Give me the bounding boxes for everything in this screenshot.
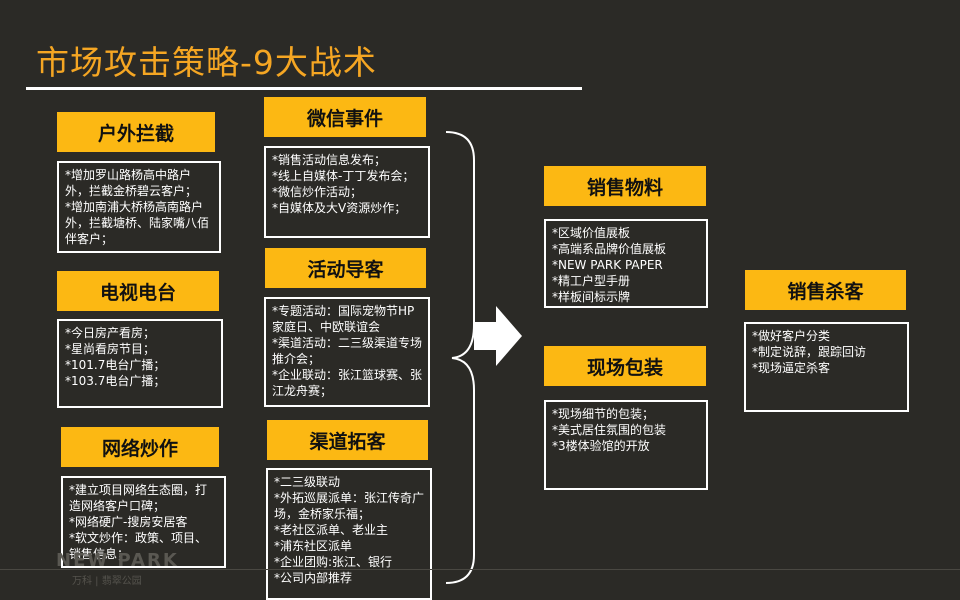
box-line: *企业团购:张江、银行	[274, 555, 393, 569]
box-line: *外拓巡展派单：张江传奇广场，金桥家乐福；	[274, 491, 425, 521]
watermark-logo: NEW PARK	[56, 550, 179, 571]
label-onsite: 现场包装	[544, 346, 706, 386]
box-line: *销售活动信息发布；	[272, 153, 387, 167]
box-line: *精工户型手册	[552, 274, 631, 288]
box-event: *专题活动：国际宠物节HP家庭日、中欧联谊会*渠道活动：二三级渠道专场推介会；*…	[264, 297, 430, 407]
box-outdoor: *增加罗山路杨高中路户外，拦截金桥碧云客户；*增加南浦大桥杨高南路户外，拦截塘桥…	[57, 161, 221, 253]
right-arrow-icon	[474, 306, 522, 366]
box-line: *103.7电台广播；	[65, 374, 166, 388]
box-line: *线上自媒体-丁丁发布会；	[272, 169, 415, 183]
box-line: *美式居住氛围的包装	[552, 423, 667, 437]
box-line: *3楼体验馆的开放	[552, 439, 650, 453]
box-line: *建立项目网络生态圈，打造网络客户口碑；	[69, 483, 208, 513]
box-line: *NEW PARK PAPER	[552, 258, 663, 272]
box-line: *软文炒作：政策、项目、销售信息；	[69, 531, 208, 561]
box-line: *增加南浦大桥杨高南路户外，拦截塘桥、陆家嘴八佰伴客户；	[65, 200, 210, 246]
box-line: *微信炒作活动；	[272, 185, 363, 199]
box-line: *网络硬广-搜房安居客	[69, 515, 188, 529]
box-line: *样板间标示牌	[552, 290, 631, 304]
footer-rule	[0, 569, 960, 570]
label-event: 活动导客	[265, 248, 426, 288]
box-line: *101.7电台广播；	[65, 358, 166, 372]
box-line: *二三级联动	[274, 475, 341, 489]
box-line: *专题活动：国际宠物节HP家庭日、中欧联谊会	[272, 304, 415, 334]
box-channel: *二三级联动 *外拓巡展派单：张江传奇广场，金桥家乐福； *老社区派单、老业主 *浦东…	[266, 468, 432, 600]
box-line: *区域价值展板	[552, 226, 631, 240]
box-line: *星尚看房节目；	[65, 342, 156, 356]
box-line: *增加罗山路杨高中路户外，拦截金桥碧云客户；	[65, 168, 198, 198]
box-line: *渠道活动：二三级渠道专场推介会；	[272, 336, 423, 366]
box-onsite: *现场细节的包装； *美式居住氛围的包装 *3楼体验馆的开放	[544, 400, 708, 490]
watermark-brand: 万科 | 翡翠公园	[72, 576, 142, 587]
box-line: *老社区派单、老业主	[274, 523, 389, 537]
label-tv: 电视电台	[57, 271, 219, 311]
box-line: *现场细节的包装；	[552, 407, 655, 421]
label-outdoor: 户外拦截	[57, 112, 215, 152]
box-line: *现场逼定杀客	[752, 361, 831, 375]
label-material: 销售物料	[544, 166, 706, 206]
box-line: *高端系品牌价值展板	[552, 242, 667, 256]
box-web: *建立项目网络生态圈，打造网络客户口碑； *网络硬广-搜房安居客 *软文炒作：政策、…	[61, 476, 226, 568]
box-line: *今日房产看房；	[65, 326, 156, 340]
box-line: *企业联动：张江篮球赛、张江龙舟赛；	[272, 368, 423, 398]
box-line: *浦东社区派单	[274, 539, 353, 553]
page-title: 市场攻击策略-9大战术	[36, 43, 377, 82]
label-channel: 渠道拓客	[267, 420, 428, 460]
title-underline	[26, 87, 582, 90]
box-line: *公司内部推荐	[274, 571, 353, 585]
box-close: *做好客户分类 *制定说辞，跟踪回访 *现场逼定杀客	[744, 322, 909, 412]
label-close: 销售杀客	[745, 270, 906, 310]
right-brace	[445, 131, 475, 584]
box-line: *制定说辞，跟踪回访	[752, 345, 867, 359]
box-line: *做好客户分类	[752, 329, 831, 343]
box-tv: *今日房产看房； *星尚看房节目； *101.7电台广播； *103.7电台广播；	[57, 319, 223, 408]
label-wechat: 微信事件	[264, 97, 426, 137]
box-wechat: *销售活动信息发布； *线上自媒体-丁丁发布会； *微信炒作活动； *自媒体及大V资源…	[264, 146, 430, 238]
label-web: 网络炒作	[61, 427, 219, 467]
box-line: *自媒体及大V资源炒作；	[272, 201, 407, 215]
box-material: *区域价值展板 *高端系品牌价值展板 *NEW PARK PAPER *精工户型手册 *…	[544, 219, 708, 308]
